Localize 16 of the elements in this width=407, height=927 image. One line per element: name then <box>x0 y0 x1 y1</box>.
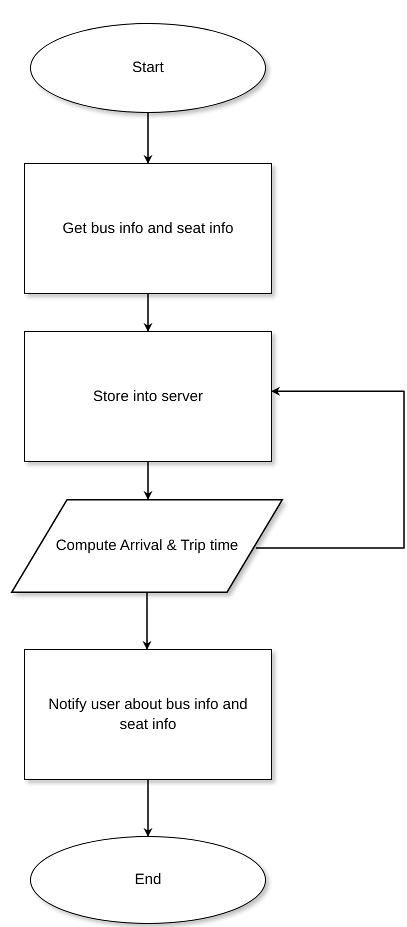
process-box <box>24 163 272 294</box>
node-label: Start <box>131 58 165 78</box>
arrow <box>144 294 152 332</box>
node-label: Compute Arrival & Trip time <box>54 536 240 556</box>
node-label: Notify user about bus info and seat info <box>47 695 249 734</box>
arrow <box>144 780 152 837</box>
arrow <box>142 593 152 650</box>
process-box <box>24 331 272 462</box>
data-parallelogram <box>11 499 283 593</box>
process-box <box>24 649 272 780</box>
node-label: Get bus info and seat info <box>62 218 234 238</box>
arrow <box>144 113 152 164</box>
node-label: End <box>134 870 162 890</box>
node-label: Store into server <box>92 386 204 406</box>
arrow <box>256 386 405 549</box>
arrow <box>144 462 152 500</box>
